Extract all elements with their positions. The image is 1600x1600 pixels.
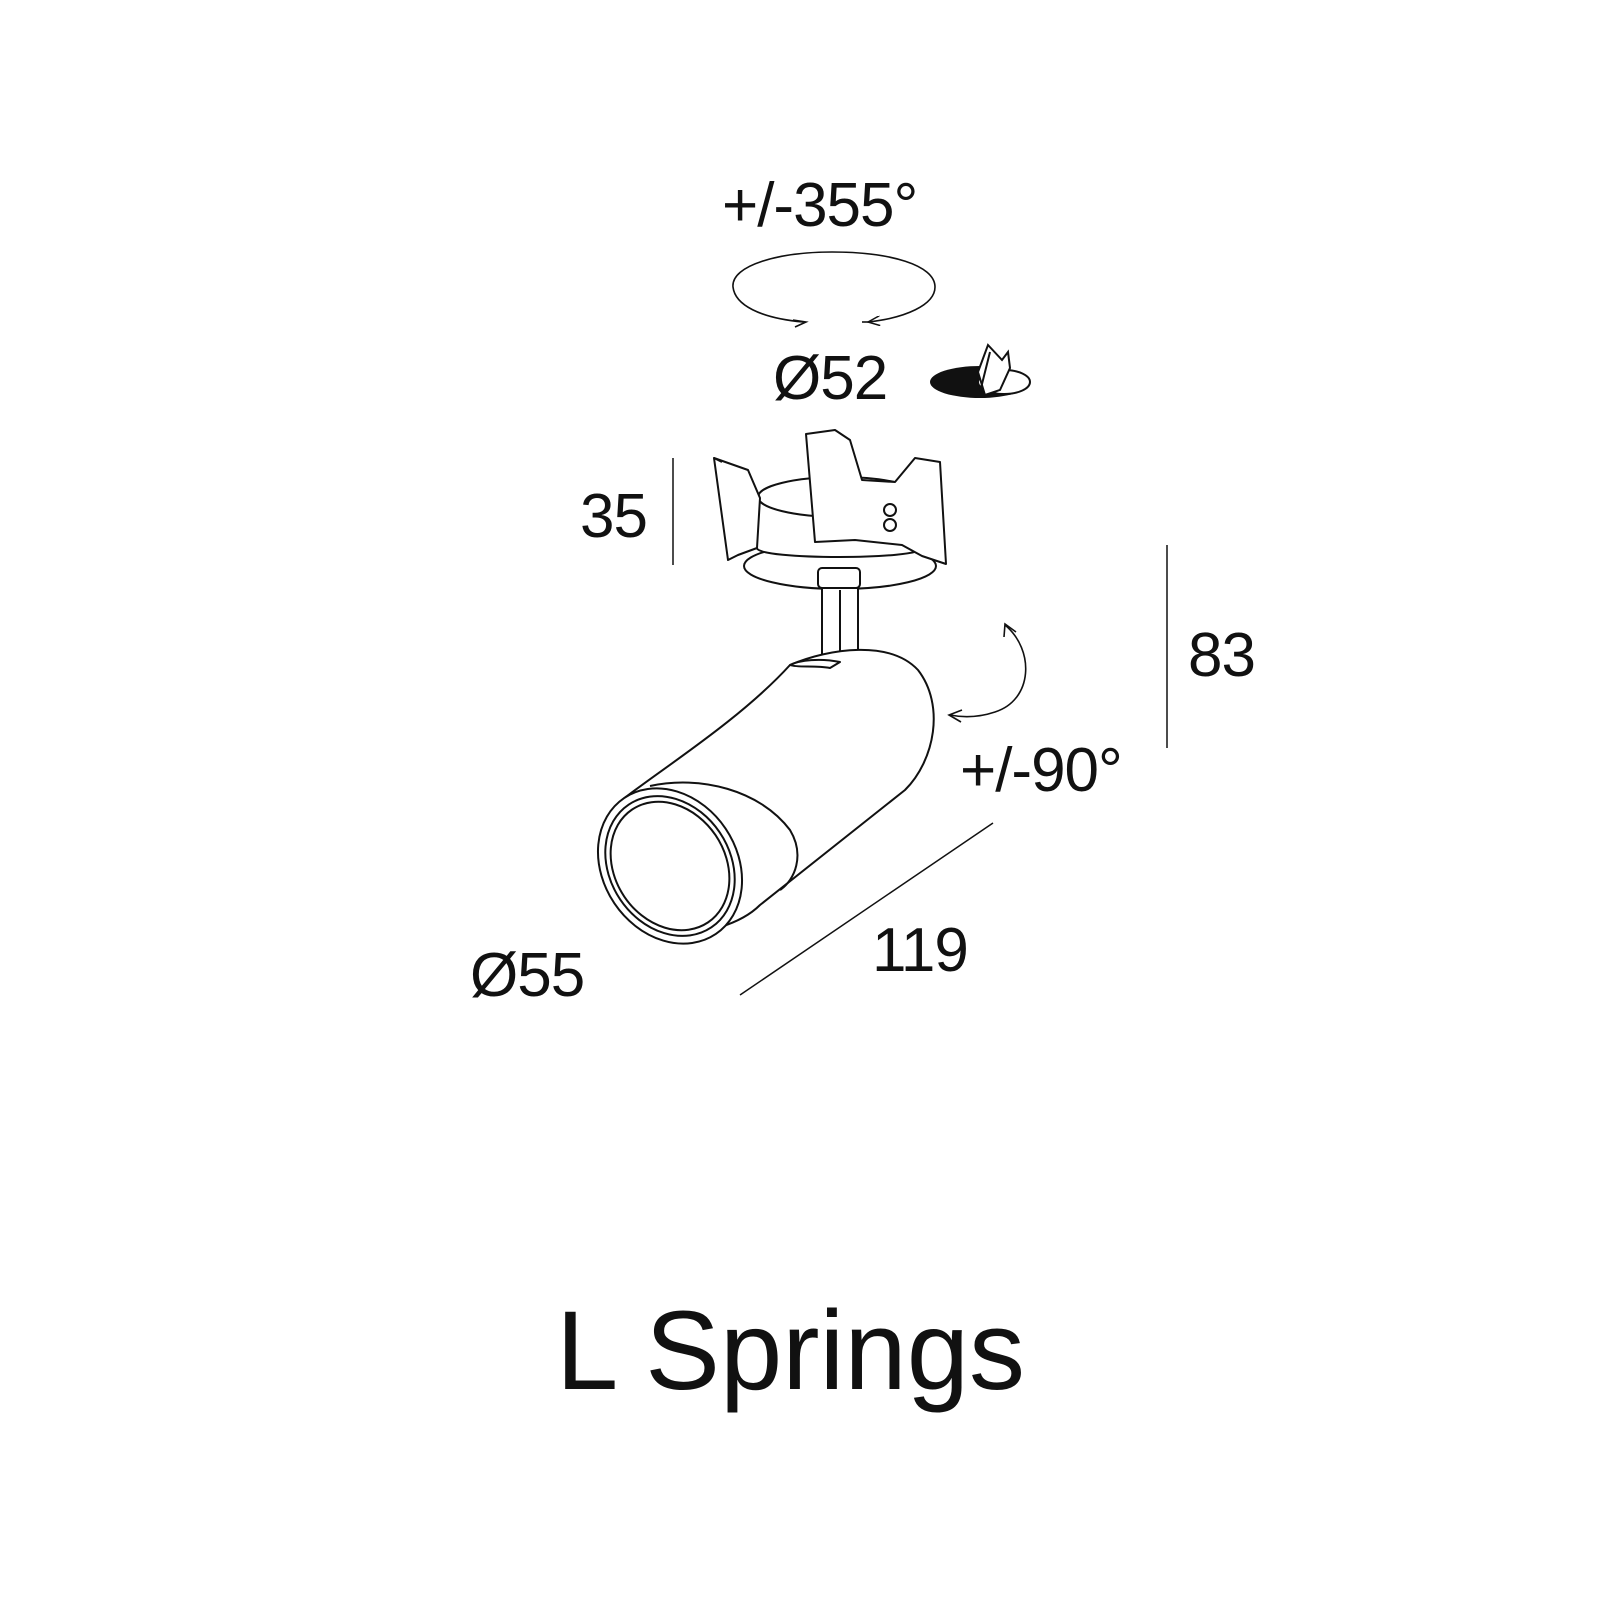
tilt-arrow-icon — [947, 622, 1027, 723]
total-height-label: 83 — [1188, 621, 1256, 690]
dimension-line-119 — [739, 822, 994, 996]
rotation-angle-label: +/-355° — [722, 171, 918, 240]
tilt-angle-label: +/-90° — [960, 736, 1123, 805]
cutout-diameter-label: Ø52 — [773, 344, 888, 413]
spotlight-drawing — [596, 429, 947, 945]
head-diameter-label: Ø55 — [470, 941, 585, 1010]
cutout-hole-icon — [930, 343, 1031, 398]
product-title: L Springs — [556, 1288, 1025, 1413]
recessed-height-label: 35 — [580, 482, 648, 551]
rotation-arrow-icon — [732, 251, 936, 328]
length-label: 119 — [872, 916, 969, 985]
